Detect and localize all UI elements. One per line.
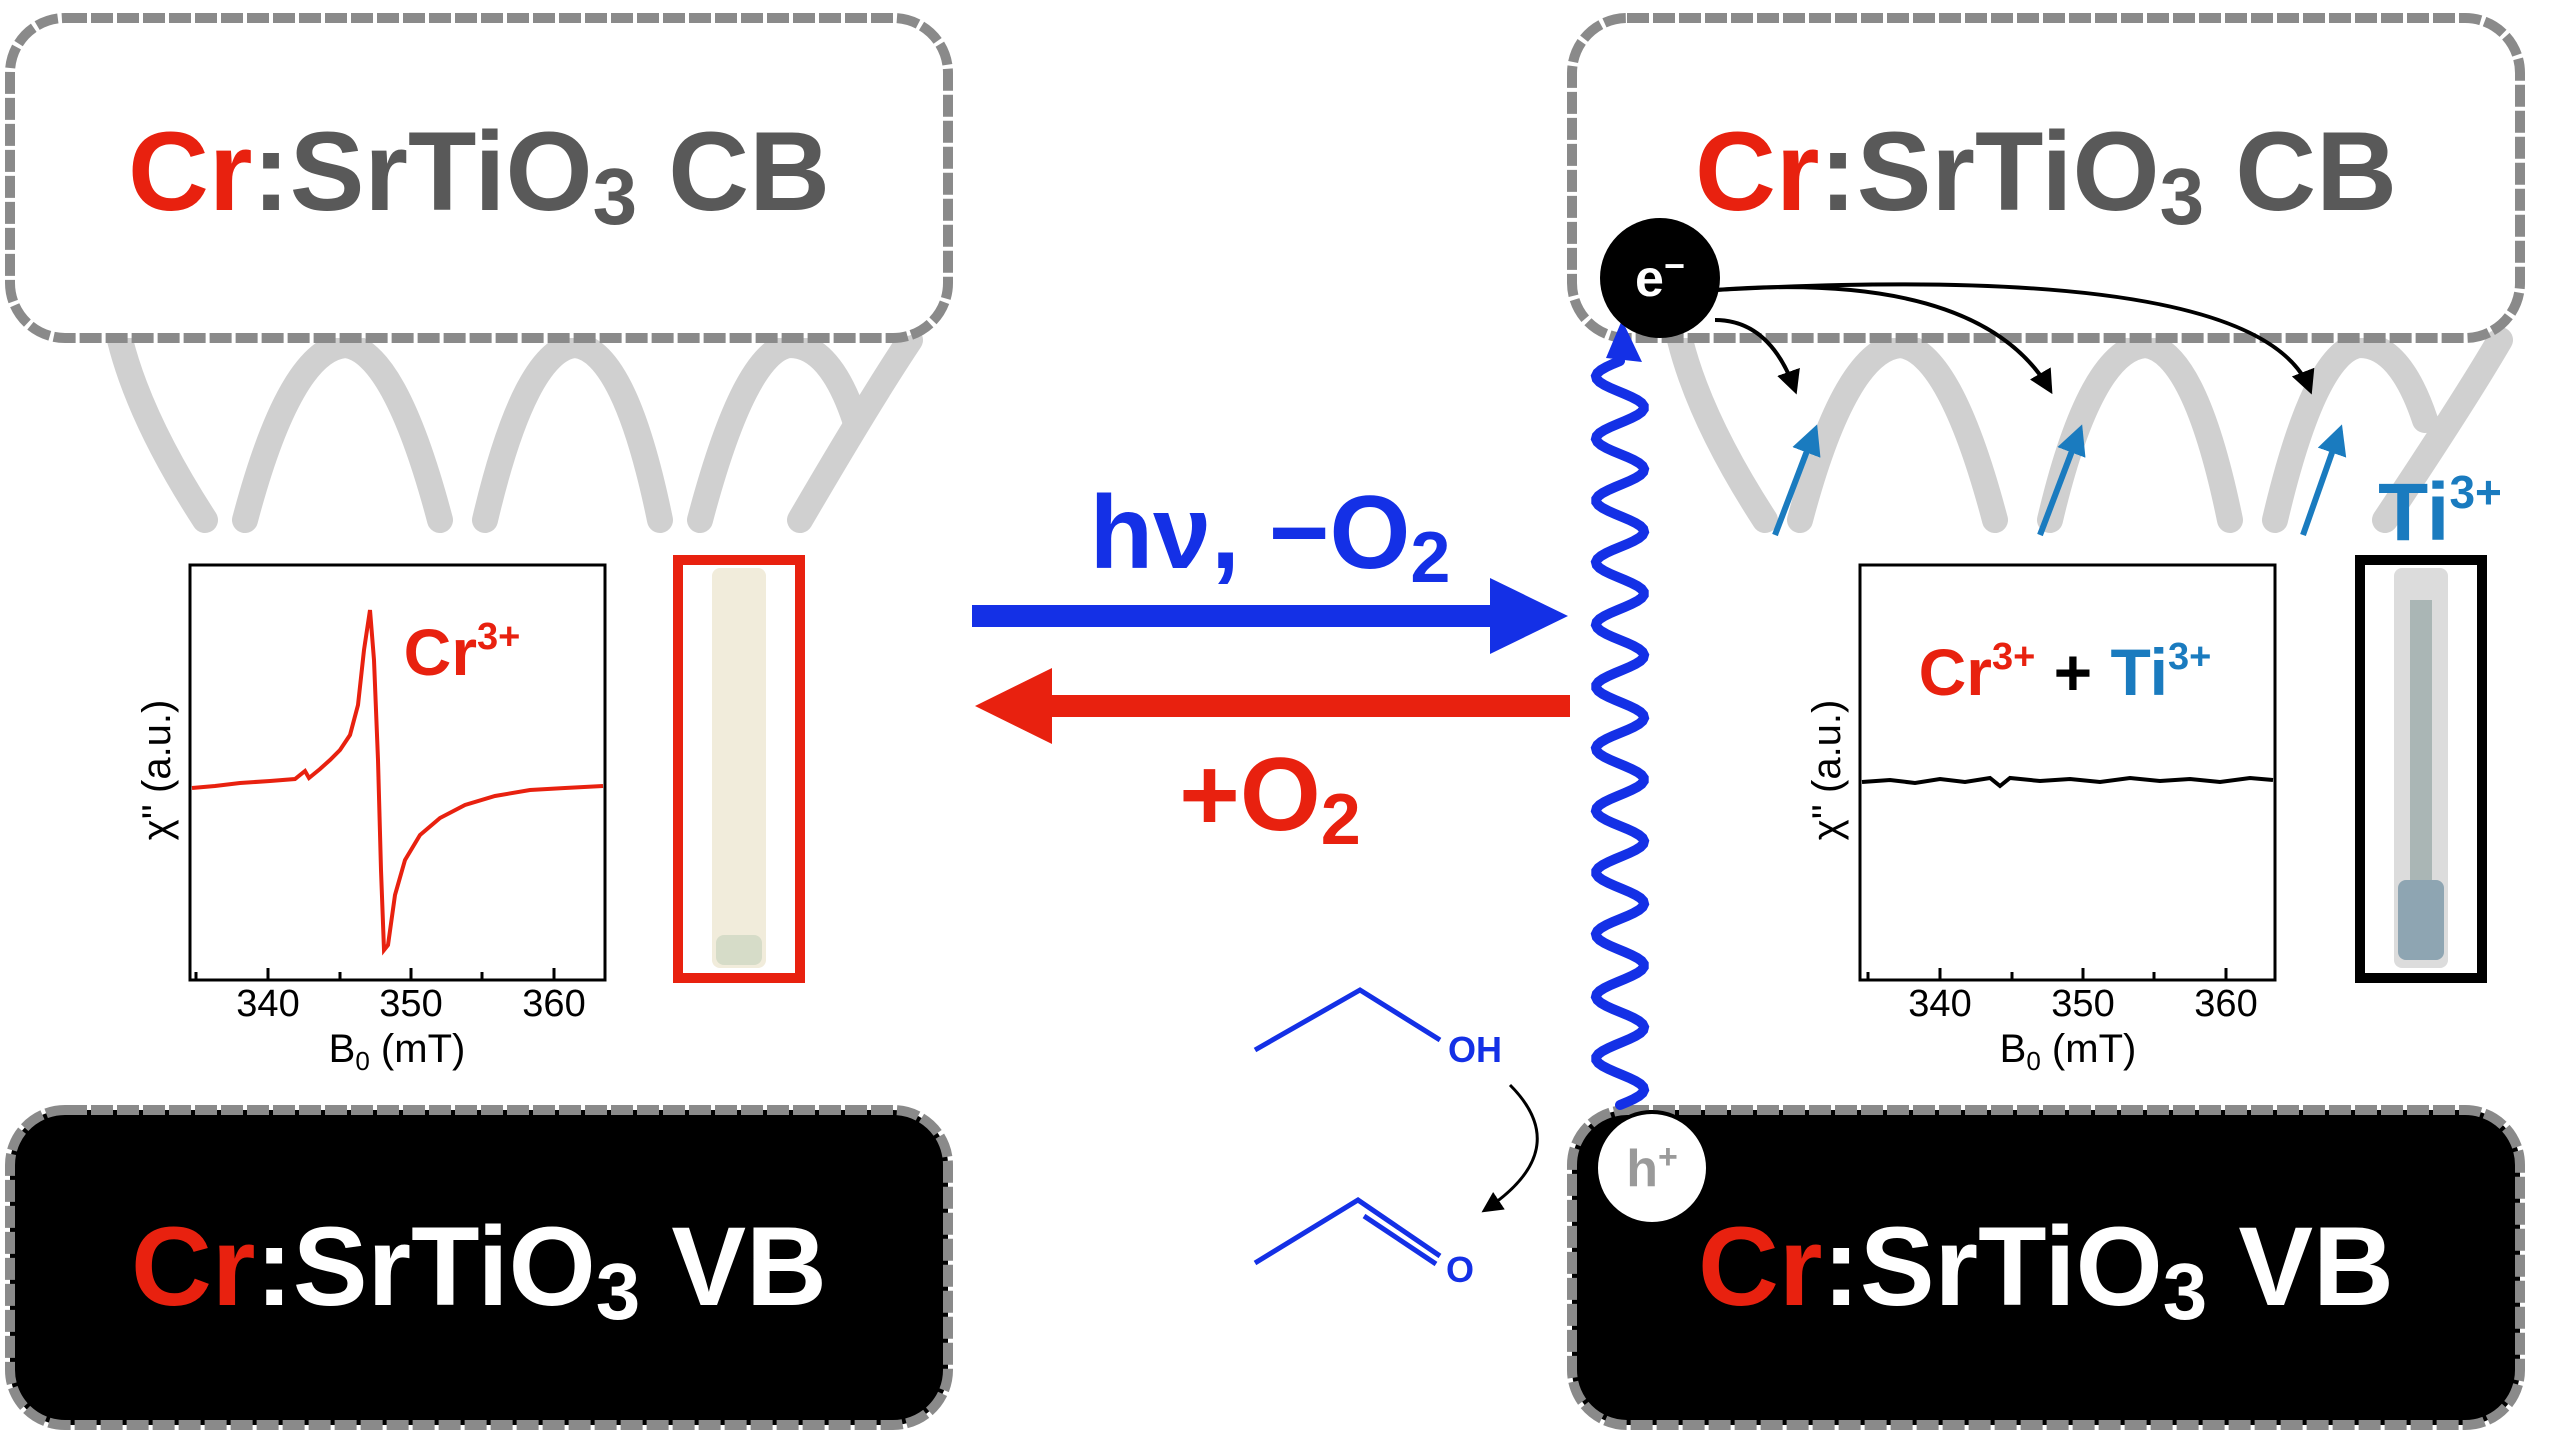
right-epr-plot: 340 350 360 B0 (mT) χ'' (a.u.) Cr3+ + Ti… [1805,563,2277,1076]
left-cb-dopant: Cr [128,109,252,234]
acetaldehyde-skeleton [1253,1197,1442,1266]
left-epr-species: Cr3+ [404,615,521,689]
left-epr-xlabel: B0 (mT) [329,1027,466,1076]
right-epr-xlabel: B0 (mT) [2000,1027,2137,1076]
right-epr-ylabel: χ'' (a.u.) [1805,700,1849,841]
left-epr-ylabel: χ'' (a.u.) [135,700,179,841]
left-cb-box [5,13,953,343]
left-epr-tick-340: 340 [236,983,299,1025]
ti3-label: Ti3+ [2378,466,2502,558]
right-panel: Cr:SrTiO3 CB Ti3+ 340 [1567,13,2525,1430]
left-epr-plot: 340 350 360 B0 (mT) χ'' (a.u.) Cr3+ [135,563,607,1076]
molecules: OH O [1253,987,1539,1290]
electron-trap-arrows [1714,282,2315,395]
right-trap-loops [1667,327,2513,533]
right-epr-tick-350: 350 [2051,983,2114,1025]
right-epr-tick-360: 360 [2194,983,2257,1025]
hole-carrier: h+ [1594,1110,1710,1226]
left-panel: Cr:SrTiO3 CB 340 350 360 B0 (mT) χ'' (a.… [5,13,953,1430]
acetaldehyde-o: O [1446,1249,1474,1290]
ethanol-oh: OH [1448,1029,1502,1070]
svg-text:e−: e− [1635,245,1685,308]
right-epr-spectrum [1861,775,2274,789]
center-arrows: hν, −O2 +O2 [972,475,1570,860]
reverse-arrow-head [975,668,1052,744]
ti-formation-arrows [1772,424,2347,537]
reverse-label: +O2 [1179,737,1361,860]
right-epr-species: Cr3+ + Ti3+ [1919,635,2212,709]
right-cb-label: Cr:SrTiO3 CB [1695,109,2397,241]
forward-arrow-head [1490,578,1568,654]
left-sample-tube [673,555,805,983]
ethanol-skeleton [1253,987,1442,1053]
left-trap-loops [107,327,923,533]
left-cb-label: Cr:SrTiO3 CB [128,109,830,241]
right-epr-tick-340: 340 [1908,983,1971,1025]
forward-label: hν, −O2 [1090,475,1451,598]
right-vb-label: Cr:SrTiO3 VB [1698,1204,2394,1336]
svg-text:h+: h+ [1626,1138,1678,1198]
electron-carrier: e− [1600,218,1720,338]
right-cb-box [1567,13,2525,343]
oxidation-arrow [1481,1083,1539,1213]
left-vb-label: Cr:SrTiO3 VB [131,1204,827,1336]
left-epr-tick-360: 360 [522,983,585,1025]
left-epr-tick-350: 350 [379,983,442,1025]
photon-excitation-wave [1590,356,1650,1110]
left-vb-box [5,1105,953,1430]
right-vb-box [1567,1105,2525,1430]
photon-arrow-head [1606,320,1642,362]
left-epr-spectrum [191,609,604,956]
right-sample-tube [2355,555,2487,983]
